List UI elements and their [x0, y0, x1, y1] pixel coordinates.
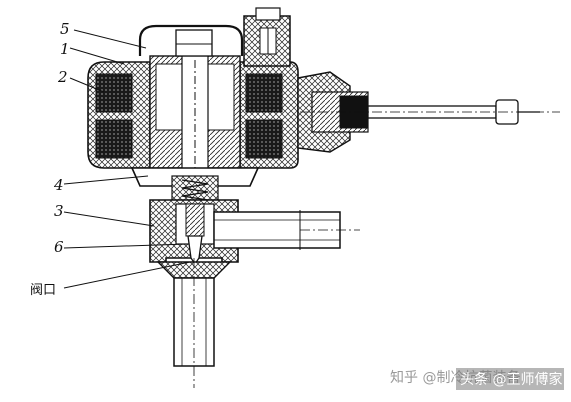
leader-lines	[63, 29, 191, 289]
valve-needle	[187, 235, 203, 266]
watermark-toutiao-bg	[456, 368, 564, 390]
callout-valve-port: 阀口	[30, 283, 56, 298]
top-cover	[138, 24, 244, 57]
spring-seat	[130, 167, 260, 201]
coil-housing	[87, 61, 151, 169]
watermark-toutiao: 头条 @王师傅家	[460, 371, 562, 388]
callout-4: 4	[53, 176, 64, 194]
spring	[181, 179, 209, 201]
callout-3: 3	[54, 202, 64, 220]
bottom-inlet-pipe	[156, 258, 232, 388]
coil-winding-upper-left	[95, 73, 133, 113]
coil-housing-right	[239, 61, 299, 169]
plunger-assembly	[149, 55, 241, 177]
cable-gland	[297, 71, 560, 153]
coil-winding-lower-right	[245, 119, 283, 159]
callout-2: 2	[57, 68, 68, 86]
callout-6: 6	[54, 238, 64, 256]
terminal-box	[243, 7, 291, 67]
coil-winding-lower-left	[95, 119, 133, 159]
callout-1: 1	[60, 40, 70, 58]
coil-winding-upper-right	[245, 73, 283, 113]
callout-5: 5	[60, 20, 70, 38]
side-outlet-pipe	[213, 210, 360, 250]
